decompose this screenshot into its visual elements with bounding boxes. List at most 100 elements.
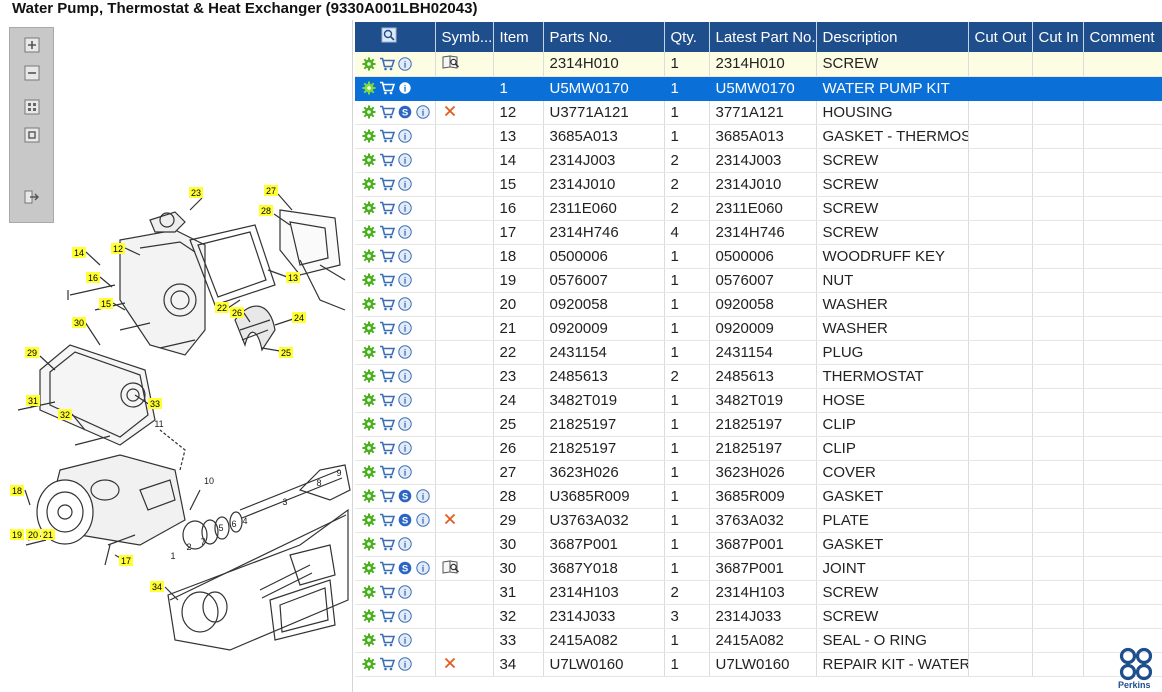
reference-book-icon[interactable]: [442, 54, 460, 70]
cart-icon[interactable]: [379, 584, 395, 600]
info-icon[interactable]: i: [397, 200, 413, 216]
diagram-part-number[interactable]: 2: [186, 542, 191, 552]
header-item[interactable]: Item: [493, 22, 544, 52]
cart-icon[interactable]: [379, 176, 395, 192]
export-button[interactable]: [22, 188, 42, 206]
gear-icon[interactable]: [361, 392, 377, 408]
info-icon[interactable]: i: [415, 488, 431, 504]
header-comment[interactable]: Comment: [1083, 22, 1162, 52]
gear-icon[interactable]: [361, 56, 377, 72]
gear-icon[interactable]: [361, 248, 377, 264]
gear-icon[interactable]: [361, 272, 377, 288]
diagram-callout[interactable]: 16: [86, 272, 100, 283]
header-parts-no[interactable]: Parts No.: [543, 22, 665, 52]
info-icon[interactable]: i: [397, 320, 413, 336]
cart-icon[interactable]: [379, 128, 395, 144]
service-icon[interactable]: S: [397, 104, 413, 120]
diagram-part-number[interactable]: 1: [170, 551, 175, 561]
diagram-callout[interactable]: 25: [279, 347, 293, 358]
cart-icon[interactable]: [379, 512, 395, 528]
info-icon[interactable]: i: [397, 176, 413, 192]
diagram-part-number[interactable]: 9: [336, 468, 341, 478]
cart-icon[interactable]: [379, 272, 395, 288]
header-cut-out[interactable]: Cut Out: [968, 22, 1033, 52]
diagram-callout[interactable]: 20: [26, 529, 40, 540]
cart-icon[interactable]: [379, 536, 395, 552]
gear-icon[interactable]: [361, 464, 377, 480]
diagram-callout[interactable]: 30: [72, 317, 86, 328]
diagram-callout[interactable]: 31: [26, 395, 40, 406]
gear-icon[interactable]: [361, 104, 377, 120]
diagram-part-number[interactable]: 4: [242, 516, 247, 526]
cart-icon[interactable]: [379, 104, 395, 120]
cart-icon[interactable]: [379, 416, 395, 432]
diagram-callout[interactable]: 19: [10, 529, 24, 540]
info-icon[interactable]: i: [397, 272, 413, 288]
cart-icon[interactable]: [379, 152, 395, 168]
fit-page-button[interactable]: [22, 126, 42, 144]
diagram-part-number[interactable]: 11: [154, 419, 163, 429]
info-icon[interactable]: i: [415, 104, 431, 120]
gear-icon[interactable]: [361, 320, 377, 336]
service-icon[interactable]: S: [397, 488, 413, 504]
cart-icon[interactable]: [379, 200, 395, 216]
cart-icon[interactable]: [379, 560, 395, 576]
gear-icon[interactable]: [361, 560, 377, 576]
gear-icon[interactable]: [361, 632, 377, 648]
gear-icon[interactable]: [361, 224, 377, 240]
cart-icon[interactable]: [379, 632, 395, 648]
header-description[interactable]: Description: [816, 22, 969, 52]
gear-icon[interactable]: [361, 440, 377, 456]
diagram-callout[interactable]: 28: [259, 205, 273, 216]
info-icon[interactable]: i: [397, 416, 413, 432]
diagram-callout[interactable]: 34: [150, 581, 164, 592]
diagram-part-number[interactable]: 8: [316, 478, 321, 488]
diagram-callout[interactable]: 32: [58, 409, 72, 420]
diagram-callout[interactable]: 21: [41, 529, 55, 540]
cart-icon[interactable]: [379, 488, 395, 504]
info-icon[interactable]: i: [397, 392, 413, 408]
cart-icon[interactable]: [379, 464, 395, 480]
diagram-part-number[interactable]: 6: [231, 519, 236, 529]
info-icon[interactable]: i: [397, 584, 413, 600]
diagram-callout[interactable]: 13: [286, 272, 300, 283]
cart-icon[interactable]: [379, 248, 395, 264]
diagram-part-number[interactable]: 5: [218, 523, 223, 533]
header-actions[interactable]: [355, 22, 436, 52]
zoom-in-button[interactable]: [22, 36, 42, 54]
service-icon[interactable]: S: [397, 512, 413, 528]
gear-icon[interactable]: [361, 416, 377, 432]
cart-icon[interactable]: [379, 368, 395, 384]
cart-icon[interactable]: [379, 440, 395, 456]
fit-grid-button[interactable]: [22, 98, 42, 116]
zoom-out-button[interactable]: [22, 64, 42, 82]
gear-icon[interactable]: [361, 176, 377, 192]
info-icon[interactable]: i: [397, 632, 413, 648]
info-icon[interactable]: i: [397, 608, 413, 624]
diagram-callout[interactable]: 24: [292, 312, 306, 323]
diagram-callout[interactable]: 23: [189, 187, 203, 198]
cart-icon[interactable]: [379, 296, 395, 312]
info-icon[interactable]: i: [415, 512, 431, 528]
substitute-gear-icon[interactable]: [361, 80, 377, 96]
info-icon[interactable]: i: [397, 368, 413, 384]
info-icon[interactable]: i: [397, 56, 413, 72]
